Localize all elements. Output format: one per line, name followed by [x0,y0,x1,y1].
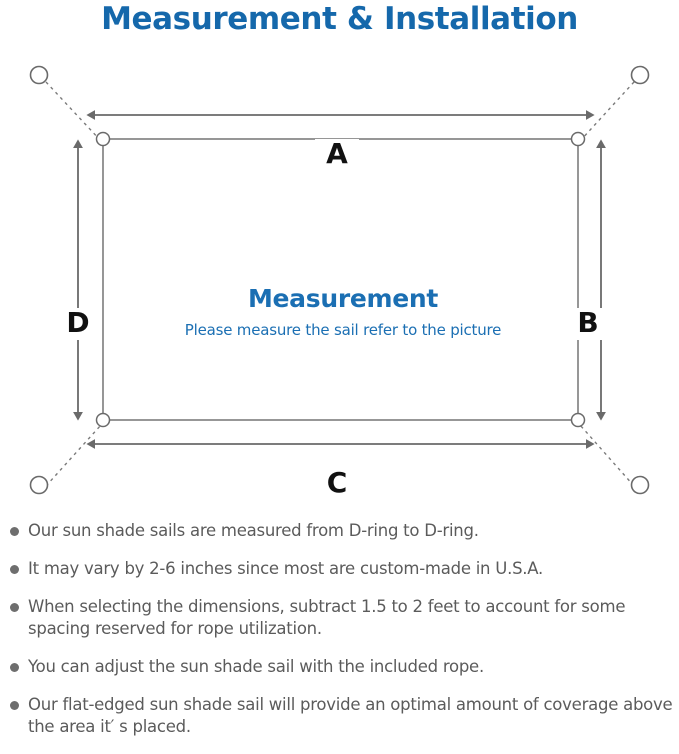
measurement-diagram: A B C D Measurement Please measure the s… [0,46,679,511]
note-text: When selecting the dimensions, subtract … [28,597,626,638]
sail-rectangle [102,138,579,421]
list-item: When selecting the dimensions, subtract … [0,596,679,640]
dimension-label-c: C [315,468,359,500]
anchor-point-bottom-right [630,475,650,495]
diagram-center-subtitle: Please measure the sail refer to the pic… [184,321,502,339]
list-item: You can adjust the sun shade sail with t… [0,656,679,678]
d-ring-bottom-left [95,412,111,428]
list-item: Our sun shade sails are measured from D-… [0,520,679,542]
diagram-center-caption: Measurement Please measure the sail refe… [133,284,553,342]
d-ring-top-left [95,131,111,147]
note-text: Our sun shade sails are measured from D-… [28,521,479,540]
anchor-points [29,65,650,495]
note-text: It may vary by 2-6 inches since most are… [28,559,544,578]
dimension-arrows [73,110,606,449]
d-ring-bottom-right [570,412,586,428]
rope-line-top-left [45,81,102,142]
anchor-point-top-right [630,65,650,85]
list-item: It may vary by 2-6 inches since most are… [0,558,679,580]
diagram-center-title: Measurement [247,284,439,313]
diagram-svg [29,65,650,495]
dimension-label-d: D [62,308,94,340]
rope-line-top-right [579,81,635,142]
dimension-label-a: A [315,139,359,171]
bullet-icon [10,527,19,536]
note-text: Our flat-edged sun shade sail will provi… [28,695,673,736]
rope-line-bottom-right [579,424,635,487]
d-ring-top-right [570,131,586,147]
note-text: You can adjust the sun shade sail with t… [28,657,484,676]
corner-d-rings [95,131,586,428]
anchor-point-bottom-left [29,475,49,495]
rope-line-bottom-left [45,424,102,487]
list-item: Our flat-edged sun shade sail will provi… [0,694,679,738]
bullet-icon [10,663,19,672]
page-title: Measurement & Installation [101,1,578,37]
bullet-icon [10,565,19,574]
notes-list: Our sun shade sails are measured from D-… [0,520,679,754]
bullet-icon [10,701,19,710]
bullet-icon [10,603,19,612]
anchor-point-top-left [29,65,49,85]
dimension-label-b: B [572,308,604,340]
